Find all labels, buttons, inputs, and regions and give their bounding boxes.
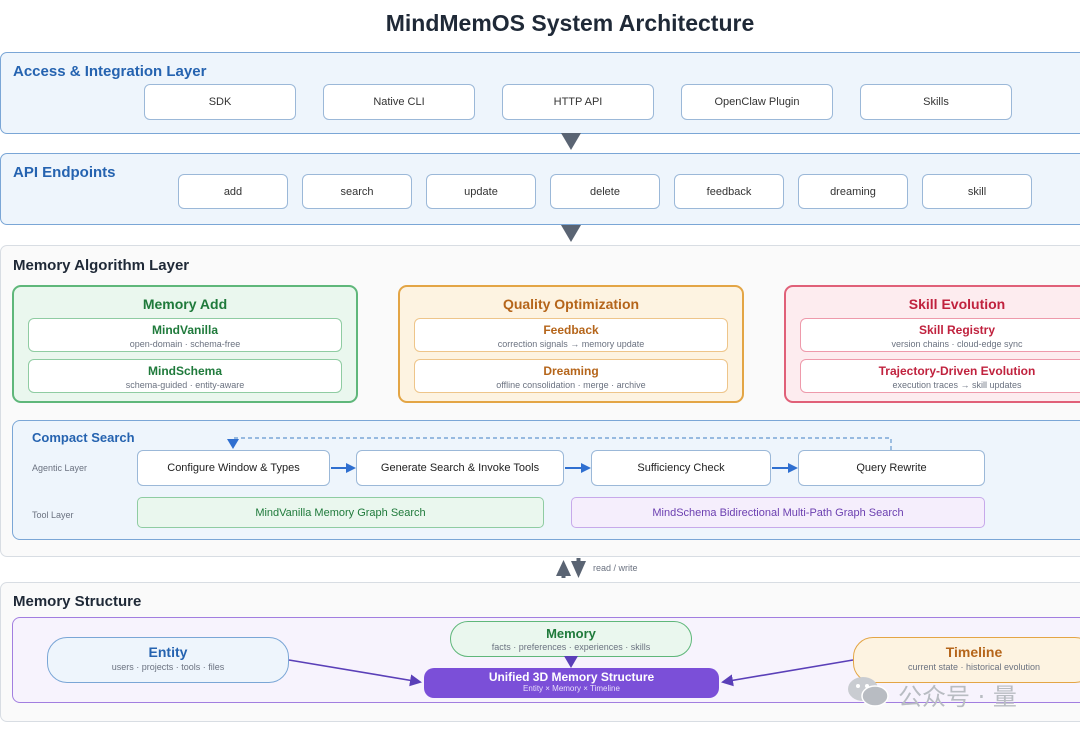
timeline-desc: current state · historical evolution [907, 662, 1041, 672]
skill-evolution-title: Skill Evolution [908, 296, 1006, 312]
mindschema-title: MindSchema [147, 364, 222, 378]
api-layer-title: API Endpoints [13, 164, 116, 181]
dreaming-desc: offline consolidation · merge · archive [496, 380, 646, 390]
memory-title: Memory [546, 626, 596, 641]
wechat-logo [846, 674, 890, 710]
rewrite-loop-arrow [232, 437, 892, 450]
trajectory-evolution-desc: execution traces → skill updates [892, 380, 1022, 390]
memory-desc: facts · preferences · experiences · skil… [491, 642, 651, 652]
layer-arrow-2-icon [561, 225, 581, 242]
unified-title: Unified 3D Memory Structure [488, 670, 655, 684]
feedback-desc: correction signals → memory update [497, 339, 645, 349]
memory-to-unified-arrowhead-icon [564, 656, 578, 668]
read-write-label: read / write [593, 563, 638, 573]
trajectory-evolution-box: Trajectory-Driven Evolution execution tr… [800, 359, 1080, 393]
step-configure-window: Configure Window & Types [137, 450, 330, 486]
quality-optimization-title: Quality Optimization [502, 296, 640, 312]
trajectory-evolution-title: Trajectory-Driven Evolution [878, 364, 1036, 378]
step-query-rewrite: Query Rewrite [798, 450, 985, 486]
memory-node: Memory facts · preferences · experiences… [450, 621, 692, 657]
timeline-title: Timeline [945, 644, 1003, 660]
compact-search-title: Compact Search [32, 430, 135, 445]
entity-title: Entity [148, 644, 188, 660]
endpoint-skill: skill [922, 174, 1032, 209]
algorithm-layer-title: Memory Algorithm Layer [13, 257, 190, 274]
mindvanilla-desc: open-domain · schema-free [129, 339, 241, 349]
mindvanilla-box: MindVanilla open-domain · schema-free [28, 318, 342, 352]
unified-desc: Entity × Memory × Timeline [523, 684, 620, 693]
skill-registry-desc: version chains · cloud-edge sync [891, 339, 1023, 349]
step-sufficiency-check: Sufficiency Check [591, 450, 771, 486]
skill-registry-title: Skill Registry [918, 323, 996, 337]
skill-registry-box: Skill Registry version chains · cloud-ed… [800, 318, 1080, 352]
dreaming-box: Dreaming offline consolidation · merge ·… [414, 359, 728, 393]
endpoint-add: add [178, 174, 288, 209]
dreaming-title: Dreaming [543, 364, 599, 378]
entity-desc: users · projects · tools · files [111, 662, 225, 672]
entity-node: Entity users · projects · tools · files [47, 637, 289, 683]
endpoint-search: search [302, 174, 412, 209]
mindschema-desc: schema-guided · entity-aware [125, 380, 245, 390]
tool-mindschema-search: MindSchema Bidirectional Multi-Path Grap… [571, 497, 985, 528]
timeline-to-unified-arrow [721, 659, 854, 687]
access-item-openclaw-plugin: OpenClaw Plugin [681, 84, 833, 120]
feedback-box: Feedback correction signals → memory upd… [414, 318, 728, 352]
access-layer-title: Access & Integration Layer [13, 63, 207, 80]
watermark-text: 公众号 · 量 [898, 683, 1017, 711]
entity-to-unified-arrow [288, 659, 422, 687]
access-item-skills: Skills [860, 84, 1012, 120]
step-generate-search: Generate Search & Invoke Tools [356, 450, 564, 486]
feedback-title: Feedback [543, 323, 599, 337]
endpoint-feedback: feedback [674, 174, 784, 209]
endpoint-dreaming: dreaming [798, 174, 908, 209]
access-item-native-cli: Native CLI [323, 84, 475, 120]
agentic-layer-label: Agentic Layer [32, 463, 88, 473]
tool-layer-label: Tool Layer [32, 510, 74, 520]
rewrite-loop-arrowhead-icon [227, 439, 239, 449]
mindvanilla-title: MindVanilla [151, 323, 218, 337]
read-write-arrow-icon [556, 558, 586, 578]
structure-layer-title: Memory Structure [13, 593, 142, 610]
tool-mindvanilla-search: MindVanilla Memory Graph Search [137, 497, 544, 528]
memory-add-title: Memory Add [142, 296, 228, 312]
access-item-http-api: HTTP API [502, 84, 654, 120]
layer-arrow-1-icon [561, 133, 581, 150]
page-title: MindMemOS System Architecture [385, 10, 755, 36]
unified-3d-node: Unified 3D Memory Structure Entity × Mem… [424, 668, 719, 698]
endpoint-delete: delete [550, 174, 660, 209]
timeline-node: Timeline current state · historical evol… [853, 637, 1080, 683]
endpoint-update: update [426, 174, 536, 209]
mindschema-box: MindSchema schema-guided · entity-aware [28, 359, 342, 393]
access-item-sdk: SDK [144, 84, 296, 120]
